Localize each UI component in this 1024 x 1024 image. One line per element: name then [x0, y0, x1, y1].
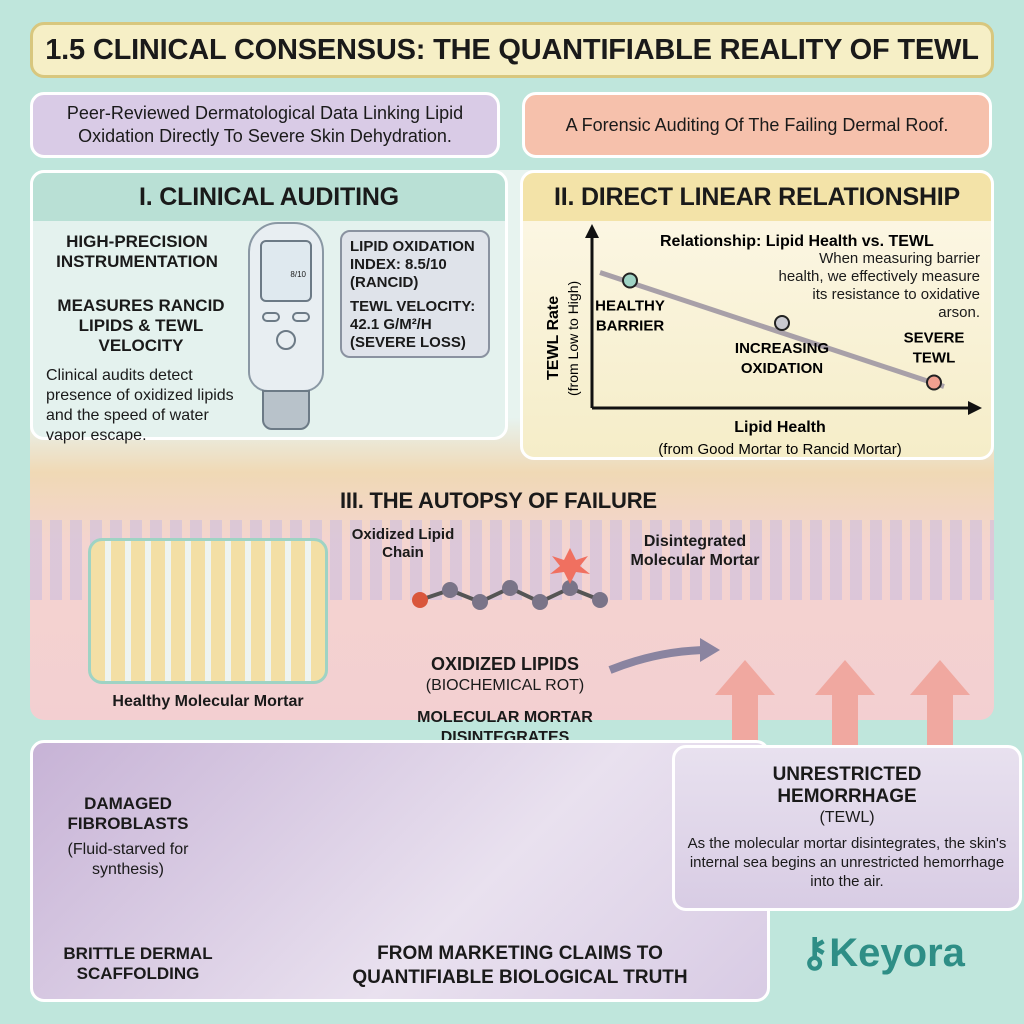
oxidation-burst-icon — [550, 548, 590, 584]
data-point — [926, 374, 942, 391]
label-measures: Measures Rancid Lipids & TEWL Velocity — [57, 296, 225, 355]
x-axis-sublabel: (from Good Mortar to Rancid Mortar) — [658, 441, 901, 458]
logo-text: Keyora — [829, 931, 965, 975]
subtitle-left: Peer-Reviewed Dermatological Data Linkin… — [30, 92, 500, 158]
trend-line — [599, 270, 945, 389]
label-disintegrated-mortar: Disintegrated Molecular Mortar — [630, 533, 760, 569]
y-axis-arrow — [585, 224, 599, 238]
device-button — [262, 312, 280, 322]
y-axis-label: TEWL Rate — [545, 296, 562, 380]
readout-box: Lipid Oxidation Index: 8.5/10 (Rancid) T… — [340, 230, 490, 358]
hemorrhage-title: Unrestricted Hemorrhage — [772, 764, 922, 807]
vapor-arrows — [608, 638, 970, 760]
key-icon: ⚷ — [800, 931, 830, 975]
readout-oxidation: Lipid Oxidation Index: 8.5/10 (Rancid) — [350, 238, 475, 291]
data-point-label: BARRIER — [596, 318, 665, 335]
device-button — [276, 330, 296, 350]
section3-heading: III. The Autopsy of Failure — [340, 488, 657, 513]
oxidized-lipids-title: Oxidized Lipids — [430, 654, 580, 674]
tagline: From Marketing Claims to Quantifiable Bi… — [352, 943, 688, 988]
page-title: 1.5 Clinical Consensus: The Quantifiable… — [30, 22, 994, 78]
chart-annotation: When measuring barrier health, we effect… — [778, 250, 981, 321]
clinical-description: Clinical audits detect presence of oxidi… — [46, 367, 234, 444]
data-point-label: TEWL — [913, 350, 956, 367]
label-scaffolding: Brittle Dermal Scaffolding — [63, 944, 213, 983]
data-point — [622, 272, 638, 289]
dermis-panel — [30, 740, 770, 1002]
data-point-label: INCREASING — [735, 340, 829, 357]
y-axis-sublabel: (from Low to High) — [565, 281, 581, 396]
x-axis-arrow — [968, 401, 982, 415]
label-instrumentation: High-Precision Instrumentation — [56, 232, 218, 271]
oxidized-lipid-molecule — [412, 548, 608, 610]
label-healthy-mortar: Healthy Molecular Mortar — [112, 693, 304, 710]
tewl-meter-device: 8/10 — [248, 222, 324, 432]
section2-heading: II. Direct Linear Relationship — [523, 173, 991, 221]
x-axis-label: Lipid Health — [734, 419, 826, 436]
data-point-label: SEVERE — [904, 330, 965, 347]
chart-title: Relationship: Lipid Health vs. TEWL — [660, 233, 934, 250]
hemorrhage-box: Unrestricted Hemorrhage (TEWL) As the mo… — [672, 745, 1022, 911]
device-probe — [262, 390, 310, 430]
section1-heading: I. Clinical Auditing — [33, 173, 505, 221]
brand-logo: ⚷Keyora — [800, 930, 965, 976]
device-button — [292, 312, 310, 322]
oxidized-lipids-sub: (Biochemical Rot) — [425, 677, 585, 694]
hemorrhage-sub: (TEWL) — [819, 809, 875, 826]
readout-tewl: TEWL Velocity: 42.1 g/m²/h (Severe Loss) — [350, 298, 476, 351]
data-point-label: HEALTHY — [595, 298, 665, 315]
hemorrhage-text: As the molecular mortar disintegrates, t… — [687, 835, 1007, 890]
data-point-label: OXIDATION — [741, 360, 823, 377]
label-fibroblasts: Damaged Fibroblasts — [67, 794, 189, 833]
linear-relationship-panel: II. Direct Linear Relationship — [520, 170, 994, 460]
subtitle-right: A Forensic Auditing Of The Failing Derma… — [522, 92, 992, 158]
healthy-mortar-inset — [88, 538, 328, 684]
label-oxidized-chain: Oxidized Lipid Chain — [351, 526, 455, 561]
data-point — [774, 315, 790, 331]
label-fibroblasts-sub: (Fluid-starved for synthesis) — [67, 841, 189, 878]
relationship-chart: HEALTHY BARRIER INCREASING OXIDATION SEVERE T… — [545, 224, 982, 458]
device-screen: 8/10 — [260, 240, 312, 302]
